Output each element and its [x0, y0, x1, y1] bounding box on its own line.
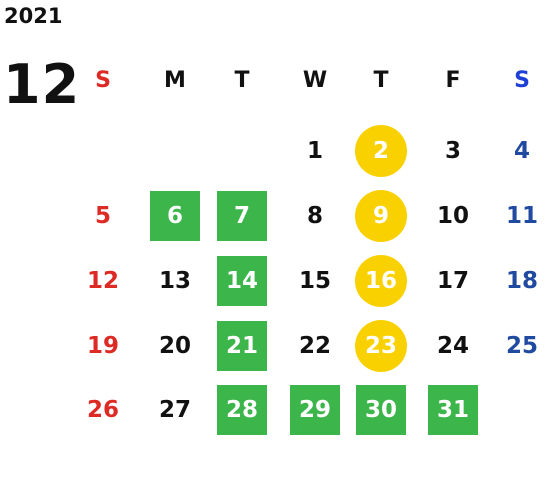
day-cell-19: 19 [73, 320, 133, 372]
day-number: 16 [364, 268, 397, 294]
day-cell-8: 8 [285, 190, 345, 242]
day-cell-11: 11 [492, 190, 548, 242]
yellow-circle-highlight [355, 320, 407, 372]
day-cell-17: 17 [423, 255, 483, 307]
day-number: 15 [298, 268, 331, 294]
green-square-highlight [150, 191, 200, 241]
day-number: 22 [298, 333, 331, 359]
day-cell-31: 31 [423, 384, 483, 436]
green-square-highlight [217, 256, 267, 306]
day-cell-25: 25 [492, 320, 548, 372]
day-number: 25 [505, 333, 538, 359]
day-cell-12: 12 [73, 255, 133, 307]
day-number: 31 [436, 397, 469, 423]
day-number: 1 [306, 138, 323, 164]
day-number: 9 [372, 203, 389, 229]
green-square-highlight [356, 385, 406, 435]
day-cell-29: 29 [285, 384, 345, 436]
day-cell-21: 21 [212, 320, 272, 372]
day-cell-26: 26 [73, 384, 133, 436]
weekday-tuesday: T [234, 68, 250, 93]
day-cell-5: 5 [73, 190, 133, 242]
day-cell-4: 4 [492, 125, 548, 177]
weekday-wednesday: W [302, 68, 328, 93]
day-number: 30 [364, 397, 397, 423]
green-square-highlight [217, 385, 267, 435]
day-number: 3 [444, 138, 461, 164]
yellow-circle-highlight [355, 125, 407, 177]
day-cell-18: 18 [492, 255, 548, 307]
weekday-friday: F [445, 68, 461, 93]
day-cell-27: 27 [145, 384, 205, 436]
yellow-circle-highlight [355, 255, 407, 307]
green-square-highlight [217, 191, 267, 241]
day-number: 29 [298, 397, 331, 423]
day-cell-1: 1 [285, 125, 345, 177]
day-number: 7 [233, 203, 250, 229]
day-cell-10: 10 [423, 190, 483, 242]
day-number: 21 [225, 333, 258, 359]
day-number: 12 [86, 268, 119, 294]
day-cell-3: 3 [423, 125, 483, 177]
day-number: 19 [86, 333, 119, 359]
day-number: 28 [225, 397, 258, 423]
day-number: 24 [436, 333, 469, 359]
green-square-highlight [217, 321, 267, 371]
day-number: 18 [505, 268, 538, 294]
day-number: 26 [86, 397, 119, 423]
day-number: 10 [436, 203, 469, 229]
day-cell-6: 6 [145, 190, 205, 242]
day-cell-16: 16 [351, 255, 411, 307]
day-cell-13: 13 [145, 255, 205, 307]
day-number: 17 [436, 268, 469, 294]
day-number: 14 [225, 268, 258, 294]
day-number: 11 [505, 203, 538, 229]
day-cell-15: 15 [285, 255, 345, 307]
day-cell-24: 24 [423, 320, 483, 372]
day-cell-2: 2 [351, 125, 411, 177]
day-number: 6 [166, 203, 183, 229]
day-number: 13 [158, 268, 191, 294]
day-cell-28: 28 [212, 384, 272, 436]
day-cell-9: 9 [351, 190, 411, 242]
green-square-highlight [290, 385, 340, 435]
month-number: 12 [3, 53, 81, 116]
year-label: 2021 [4, 4, 63, 28]
day-number: 23 [364, 333, 397, 359]
day-cell-14: 14 [212, 255, 272, 307]
day-cell-20: 20 [145, 320, 205, 372]
green-square-highlight [428, 385, 478, 435]
day-number: 2 [372, 138, 389, 164]
day-number: 27 [158, 397, 191, 423]
yellow-circle-highlight [355, 190, 407, 242]
day-cell-7: 7 [212, 190, 272, 242]
weekday-sunday: S [95, 68, 111, 93]
day-number: 20 [158, 333, 191, 359]
day-cell-23: 23 [351, 320, 411, 372]
day-number: 5 [94, 203, 111, 229]
day-cell-22: 22 [285, 320, 345, 372]
day-number: 8 [306, 203, 323, 229]
weekday-thursday: T [373, 68, 389, 93]
weekday-monday: M [164, 68, 186, 93]
day-cell-30: 30 [351, 384, 411, 436]
day-number: 4 [513, 138, 530, 164]
weekday-saturday: S [514, 68, 530, 93]
